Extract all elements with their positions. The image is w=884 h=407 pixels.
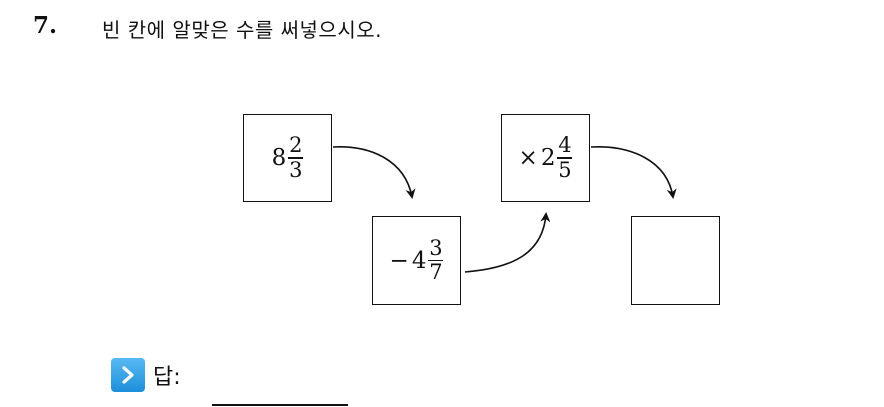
numerator: 4 [558, 133, 572, 158]
numerator: 3 [429, 235, 443, 260]
question-text: 빈 칸에 알맞은 수를 써넣으시오. [102, 18, 382, 42]
fraction-bar [288, 157, 304, 159]
whole-part: 2 [540, 145, 556, 171]
chevron-right-icon [111, 358, 145, 392]
subtract-operation-box: − 4 3 7 [372, 216, 461, 305]
fraction: 3 7 [428, 235, 444, 285]
question-number: 7. [33, 12, 58, 39]
multiply-operation-box: × 2 4 5 [501, 114, 590, 202]
answer-line[interactable] [212, 404, 348, 406]
answer-row: 답: [111, 358, 181, 392]
arrow-box3-to-box4 [590, 146, 677, 199]
answer-label: 답: [153, 365, 181, 390]
mixed-number-2-4-5: × 2 4 5 [519, 135, 573, 181]
denominator: 5 [558, 157, 572, 182]
fraction: 4 5 [557, 133, 573, 182]
minus-operator: − [389, 247, 409, 274]
fraction-bar [428, 259, 444, 262]
arrow-box1-to-box2 [332, 146, 416, 199]
empty-answer-box[interactable] [631, 216, 720, 305]
denominator: 7 [429, 260, 443, 285]
mixed-number-8-2-3: 8 2 3 [272, 135, 304, 181]
numerator: 2 [289, 133, 303, 158]
whole-part: 8 [271, 145, 287, 171]
fraction: 2 3 [288, 133, 304, 182]
fraction-bar [557, 157, 573, 159]
mixed-number-4-3-7: − 4 3 7 [389, 235, 444, 285]
arrow-box2-to-box3 [464, 212, 551, 273]
times-operator: × [518, 145, 538, 171]
start-value-box: 8 2 3 [243, 114, 332, 202]
whole-part: 4 [411, 247, 427, 274]
denominator: 3 [289, 157, 303, 182]
